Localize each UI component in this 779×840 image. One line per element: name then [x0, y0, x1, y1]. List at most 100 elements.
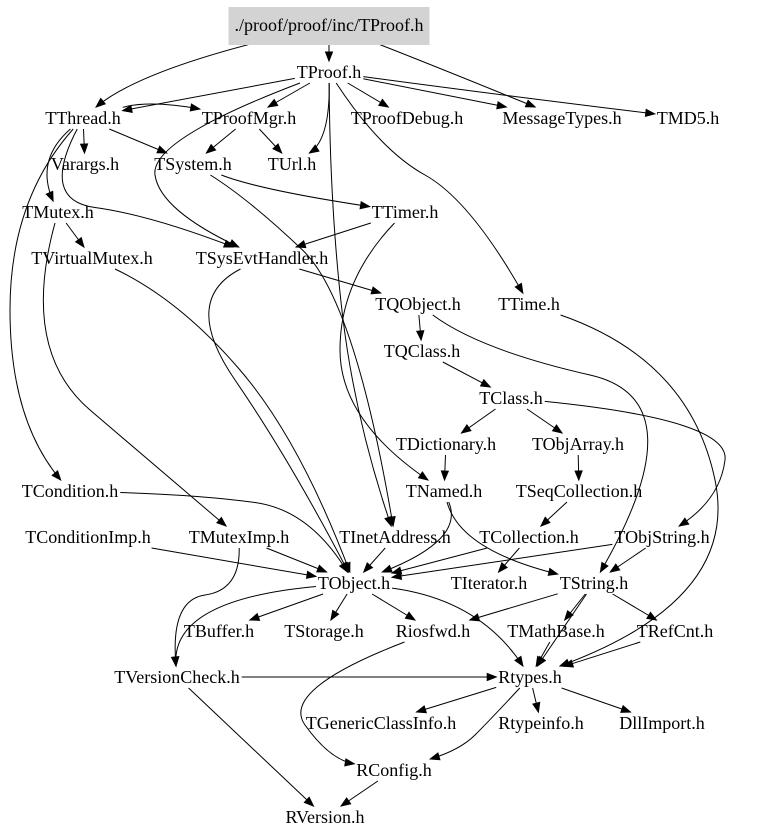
- node-label: TVersionCheck.h: [114, 667, 239, 687]
- arrowhead: [216, 516, 228, 527]
- node-rtypes: Rtypes.h: [498, 667, 562, 687]
- arrowhead: [45, 190, 54, 203]
- arrowhead: [370, 286, 383, 295]
- node-tgenericclassinfo: TGenericClassInfo.h: [306, 713, 456, 733]
- arrowhead: [156, 145, 168, 154]
- arrowhead: [404, 611, 417, 621]
- node-varargs: Varargs.h: [51, 154, 119, 174]
- node-label: TProofMgr.h: [202, 108, 297, 128]
- arrowhead: [440, 470, 450, 482]
- node-tstorage: TStorage.h: [284, 621, 363, 641]
- edge-tcondition-to-tobject: [120, 492, 348, 573]
- edge-tsystem-to-ttimer: [221, 174, 370, 208]
- arrowhead: [170, 656, 180, 668]
- node-label: RConfig.h: [356, 760, 432, 780]
- node-label: TBuffer.h: [184, 621, 254, 641]
- node-label: TObjArray.h: [532, 434, 624, 454]
- arrowhead: [324, 51, 334, 63]
- node-tclass: TClass.h: [479, 388, 543, 408]
- arrowhead: [338, 561, 349, 574]
- node-label: TMutex.h: [22, 202, 94, 222]
- arrowhead: [266, 98, 279, 108]
- edge-tversioncheck-to-rversion: [188, 687, 314, 807]
- node-tthread: TThread.h: [45, 108, 120, 128]
- node-ttime: TTime.h: [498, 294, 560, 314]
- root-node-box: [228, 7, 430, 45]
- arrowhead: [381, 564, 393, 573]
- node-titerator: TIterator.h: [451, 573, 527, 593]
- arrowhead: [479, 378, 492, 388]
- node-label: TTime.h: [498, 294, 560, 314]
- edge-tproof-to-ttime: [335, 82, 524, 294]
- arrowhead: [344, 758, 356, 767]
- edge-tthread-to-tsysevthandler: [61, 128, 234, 248]
- edge-tobject-to-tversioncheck: [175, 586, 316, 667]
- arrowhead: [377, 98, 390, 108]
- edge-rtypes-to-rconfig: [430, 687, 521, 760]
- arrowhead: [416, 330, 425, 342]
- edge-tproof-to-tsysevthandler: [154, 82, 301, 248]
- edge-rtypes-to-tgenericclassinfo: [416, 686, 497, 713]
- node-label: TString.h: [560, 573, 629, 593]
- edge-tmutex-to-tmuteximp: [42, 222, 227, 527]
- node-rversion: RVersion.h: [285, 807, 364, 827]
- node-label: TInetAddress.h: [339, 527, 450, 547]
- node-label: MessageTypes.h: [502, 108, 621, 128]
- node-label: TRefCnt.h: [637, 621, 714, 641]
- arrowhead: [460, 424, 472, 434]
- node-label: TQObject.h: [375, 294, 460, 314]
- edge-tproof-to-messagetypes: [363, 78, 507, 108]
- arrowhead: [539, 516, 551, 527]
- node-label: TSeqCollection.h: [516, 481, 642, 501]
- node-root: ./proof/proof/inc/TProof.h: [228, 7, 430, 45]
- node-label: TIterator.h: [451, 573, 527, 593]
- node-label: Varargs.h: [51, 154, 119, 174]
- arrowhead: [51, 470, 62, 482]
- node-label: TSystem.h: [154, 154, 232, 174]
- arrowhead: [678, 517, 690, 527]
- edge-rtypes-to-dllimport: [561, 687, 631, 713]
- edge-tclass-to-tobjstring: [544, 400, 726, 527]
- node-tcondition: TCondition.h: [22, 481, 119, 501]
- arrowhead: [79, 143, 89, 155]
- edge-tstring-to-rtypes: [537, 593, 587, 667]
- edges: [9, 35, 726, 807]
- node-tproofmgr: TProofMgr.h: [202, 108, 297, 128]
- node-label: TClass.h: [479, 388, 543, 408]
- edge-ttime-to-rtypes: [559, 314, 719, 667]
- arrowhead: [428, 752, 441, 761]
- arrowhead: [514, 655, 524, 668]
- node-label: TSysEvtHandler.h: [196, 248, 329, 268]
- node-tvirtualmutex: TVirtualMutex.h: [31, 248, 152, 268]
- node-label: TStorage.h: [284, 621, 363, 641]
- arrowhead: [609, 563, 621, 573]
- arrowhead: [535, 655, 545, 668]
- arrowhead: [95, 97, 107, 108]
- node-label: TMD5.h: [657, 108, 720, 128]
- arrowhead: [121, 104, 133, 114]
- node-label: TNamed.h: [406, 481, 482, 501]
- arrowhead: [486, 672, 498, 682]
- edge-tstring-to-riosfwd: [469, 593, 558, 621]
- node-tversioncheck: TVersionCheck.h: [114, 667, 239, 687]
- node-rtypeinfo: Rtypeinfo.h: [498, 713, 584, 733]
- node-label: ./proof/proof/inc/TProof.h: [235, 15, 424, 35]
- node-messagetypes: MessageTypes.h: [502, 108, 621, 128]
- edge-tobject-to-rtypes: [392, 587, 524, 667]
- node-tobjarray: TObjArray.h: [532, 434, 624, 454]
- arrowhead: [294, 240, 307, 249]
- node-tqclass: TQClass.h: [384, 341, 461, 361]
- arrowhead: [562, 659, 575, 668]
- edge-tmuteximp-to-tversioncheck: [174, 547, 240, 667]
- edge-tobject-to-tbuffer: [249, 593, 324, 621]
- node-tproofdebug: TProofDebug.h: [351, 108, 463, 128]
- edge-tcollection-to-tobject: [391, 547, 488, 574]
- arrowhead: [316, 564, 328, 573]
- node-trefcnt: TRefCnt.h: [637, 621, 714, 641]
- node-tobject: TObject.h: [318, 573, 390, 593]
- node-label: TTimer.h: [372, 202, 439, 222]
- node-tcollection: TCollection.h: [479, 527, 578, 547]
- node-tsysevthandler: TSysEvtHandler.h: [196, 248, 329, 268]
